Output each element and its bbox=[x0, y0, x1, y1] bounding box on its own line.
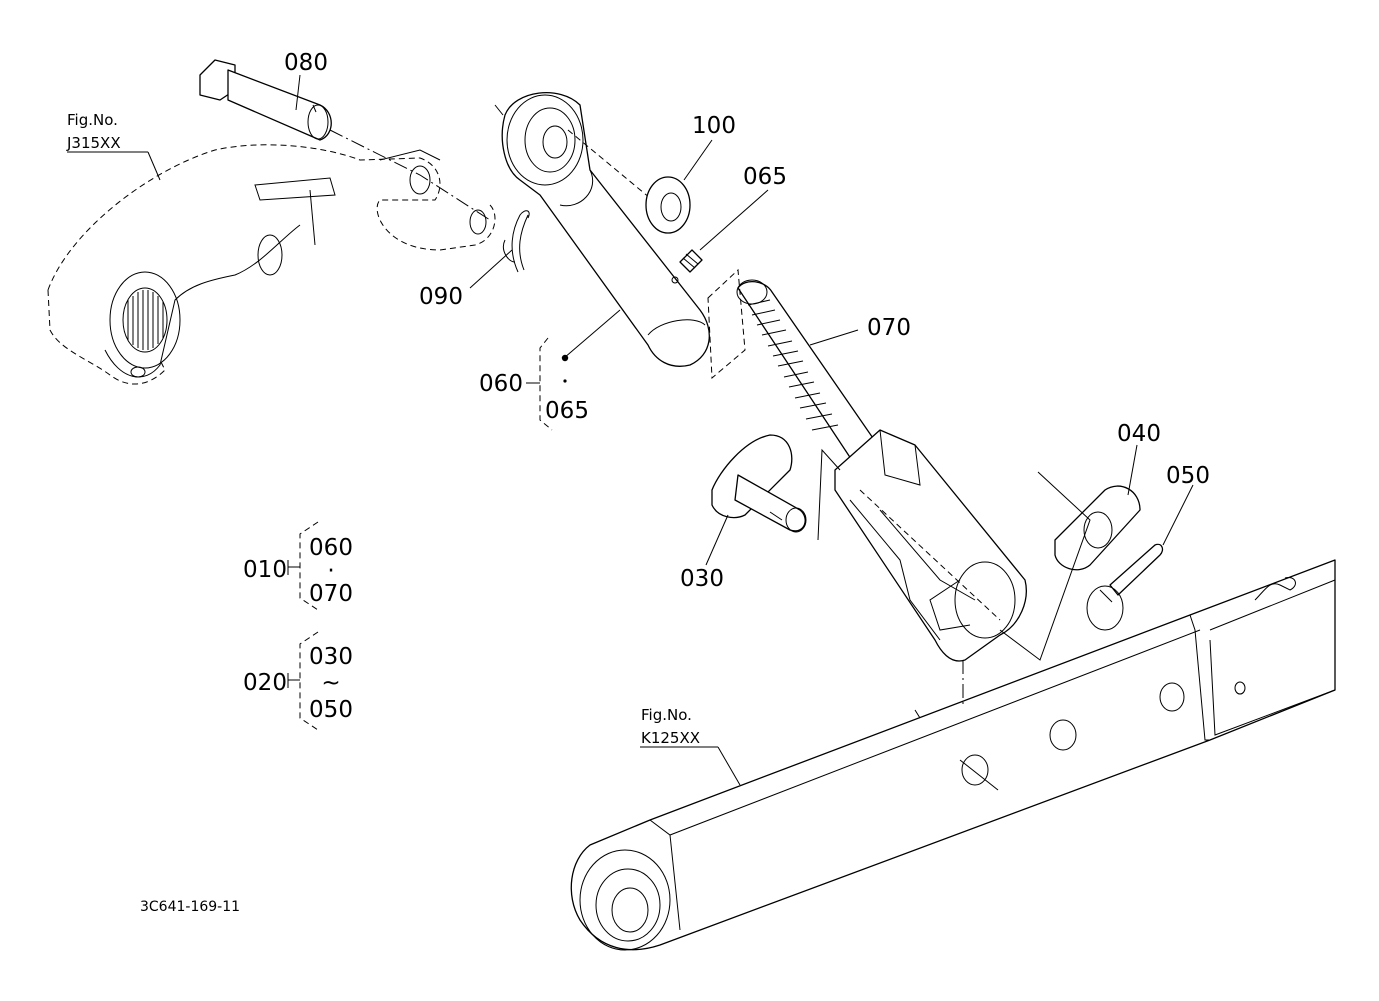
assembly-010-id: 010 bbox=[243, 557, 287, 583]
callout-040: 040 bbox=[1117, 421, 1161, 447]
top-link-tube-060-part bbox=[494, 92, 710, 367]
fig-ref-lower-number: K125XX bbox=[641, 729, 700, 747]
assembly-010-bottom: 070 bbox=[309, 581, 353, 607]
threaded-rod-070-part bbox=[707, 268, 1027, 662]
pin-050-part bbox=[1086, 543, 1164, 631]
bush-040-part bbox=[999, 471, 1141, 661]
assembly-010: 010 060 · 070 bbox=[243, 521, 353, 611]
lower-link-part bbox=[570, 559, 1336, 951]
splined-bore bbox=[127, 290, 164, 350]
lift-arm-part bbox=[47, 144, 496, 385]
callout-050: 050 bbox=[1166, 463, 1210, 489]
callout-100: 100 bbox=[692, 113, 736, 139]
assembly-020-top: 030 bbox=[309, 644, 353, 670]
assembly-020-id: 020 bbox=[243, 670, 287, 696]
callout-030: 030 bbox=[680, 566, 724, 592]
linch-pin-090-part bbox=[502, 210, 530, 273]
washer-100-part bbox=[645, 176, 691, 234]
callout-070: 070 bbox=[867, 315, 911, 341]
grease-nipple-065-part bbox=[679, 249, 703, 273]
dot-marker bbox=[561, 354, 569, 362]
assembly-010-sep: · bbox=[327, 558, 334, 584]
callout-060: 060 bbox=[479, 371, 523, 397]
assembly-020-sep: ~ bbox=[321, 670, 340, 696]
callout-090: 090 bbox=[419, 284, 463, 310]
leader-lines bbox=[67, 74, 1194, 786]
drawing-code: 3C641-169-11 bbox=[140, 899, 240, 915]
assembly-020: 020 030 ~ 050 bbox=[243, 631, 353, 731]
fig-ref-upper-label: Fig.No. bbox=[67, 111, 118, 129]
assembly-020-bottom: 050 bbox=[309, 697, 353, 723]
callout-065-top: 065 bbox=[743, 164, 787, 190]
callout-080: 080 bbox=[284, 50, 328, 76]
assembly-010-top: 060 bbox=[309, 535, 353, 561]
fig-ref-lower-label: Fig.No. bbox=[641, 706, 692, 724]
callout-065-group: 065 bbox=[545, 398, 589, 424]
dot-marker-small bbox=[563, 379, 567, 383]
pin-030-part bbox=[711, 434, 841, 541]
group-060-bracket bbox=[526, 337, 569, 431]
pin-080-part bbox=[199, 59, 491, 221]
fig-ref-upper-number: J315XX bbox=[66, 134, 121, 152]
